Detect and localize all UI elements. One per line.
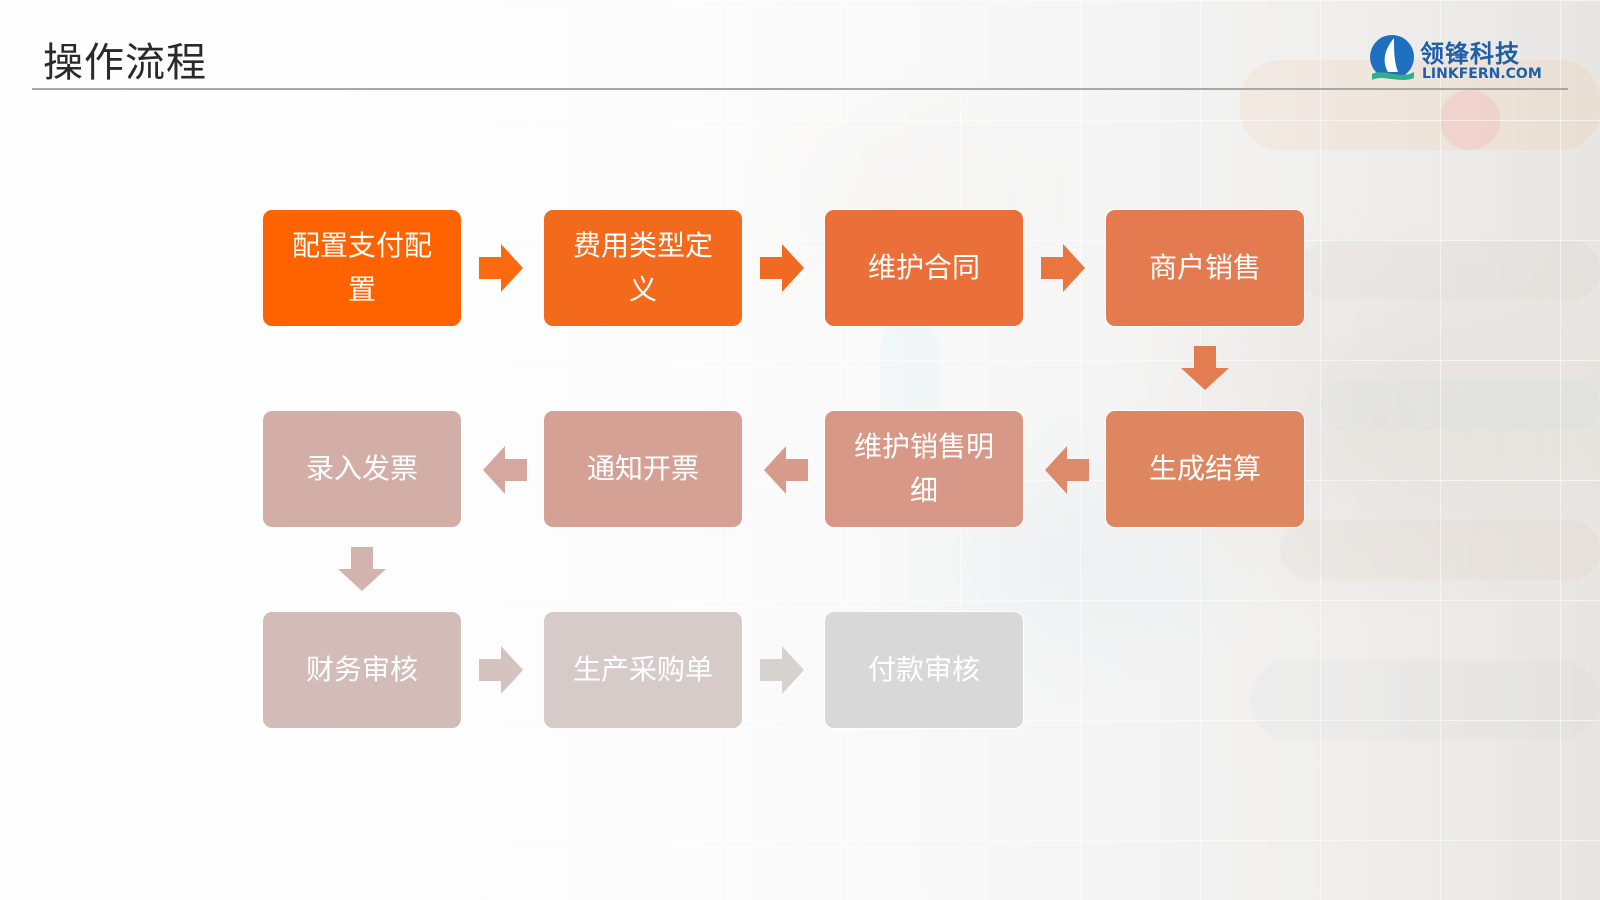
flow-step-label: 费用类型定义	[572, 229, 713, 306]
arrow-right-icon	[760, 646, 804, 694]
flow-step-label: 维护合同	[867, 251, 980, 284]
arrow-right-icon	[1041, 244, 1085, 292]
flow-step-label: 维护销售明细	[853, 430, 994, 507]
company-logo: 领锋科技 LINKFERN.COM	[1368, 32, 1548, 86]
flow-step-label: 财务审核	[305, 653, 418, 686]
arrow-down-icon	[1181, 346, 1229, 390]
flow-step-label: 商户销售	[1148, 251, 1261, 284]
title-divider	[32, 88, 1568, 90]
arrow-left-icon	[483, 446, 527, 494]
arrow-left-icon	[1045, 446, 1089, 494]
arrow-right-icon	[479, 646, 523, 694]
flow-step-label: 生产采购单	[572, 653, 713, 686]
flow-step-label: 生成结算	[1148, 452, 1261, 485]
sail-logo-icon	[1370, 35, 1414, 80]
logo-domain: LINKFERN.COM	[1422, 66, 1542, 82]
flow-step-label: 通知开票	[586, 452, 699, 485]
flow-step-10: 生产采购单	[543, 611, 743, 729]
page-title: 操作流程	[43, 40, 207, 86]
flow-step-label: 付款审核	[867, 653, 980, 686]
arrow-down-icon	[338, 547, 386, 591]
flow-step-label: 录入发票	[305, 452, 418, 485]
flow-step-1: 配置支付配置	[262, 209, 462, 327]
flow-step-4: 商户销售	[1105, 209, 1305, 327]
flow-step-3: 维护合同	[824, 209, 1024, 327]
flow-step-11: 付款审核	[824, 611, 1024, 729]
flow-step-8: 录入发票	[262, 410, 462, 528]
flow-step-label: 配置支付配置	[291, 229, 432, 306]
flow-step-7: 通知开票	[543, 410, 743, 528]
arrow-left-icon	[764, 446, 808, 494]
logo-chinese-name: 领锋科技	[1420, 40, 1520, 68]
flow-step-2: 费用类型定义	[543, 209, 743, 327]
arrow-right-icon	[479, 244, 523, 292]
flow-step-5: 生成结算	[1105, 410, 1305, 528]
arrow-right-icon	[760, 244, 804, 292]
flow-step-9: 财务审核	[262, 611, 462, 729]
flow-step-6: 维护销售明细	[824, 410, 1024, 528]
